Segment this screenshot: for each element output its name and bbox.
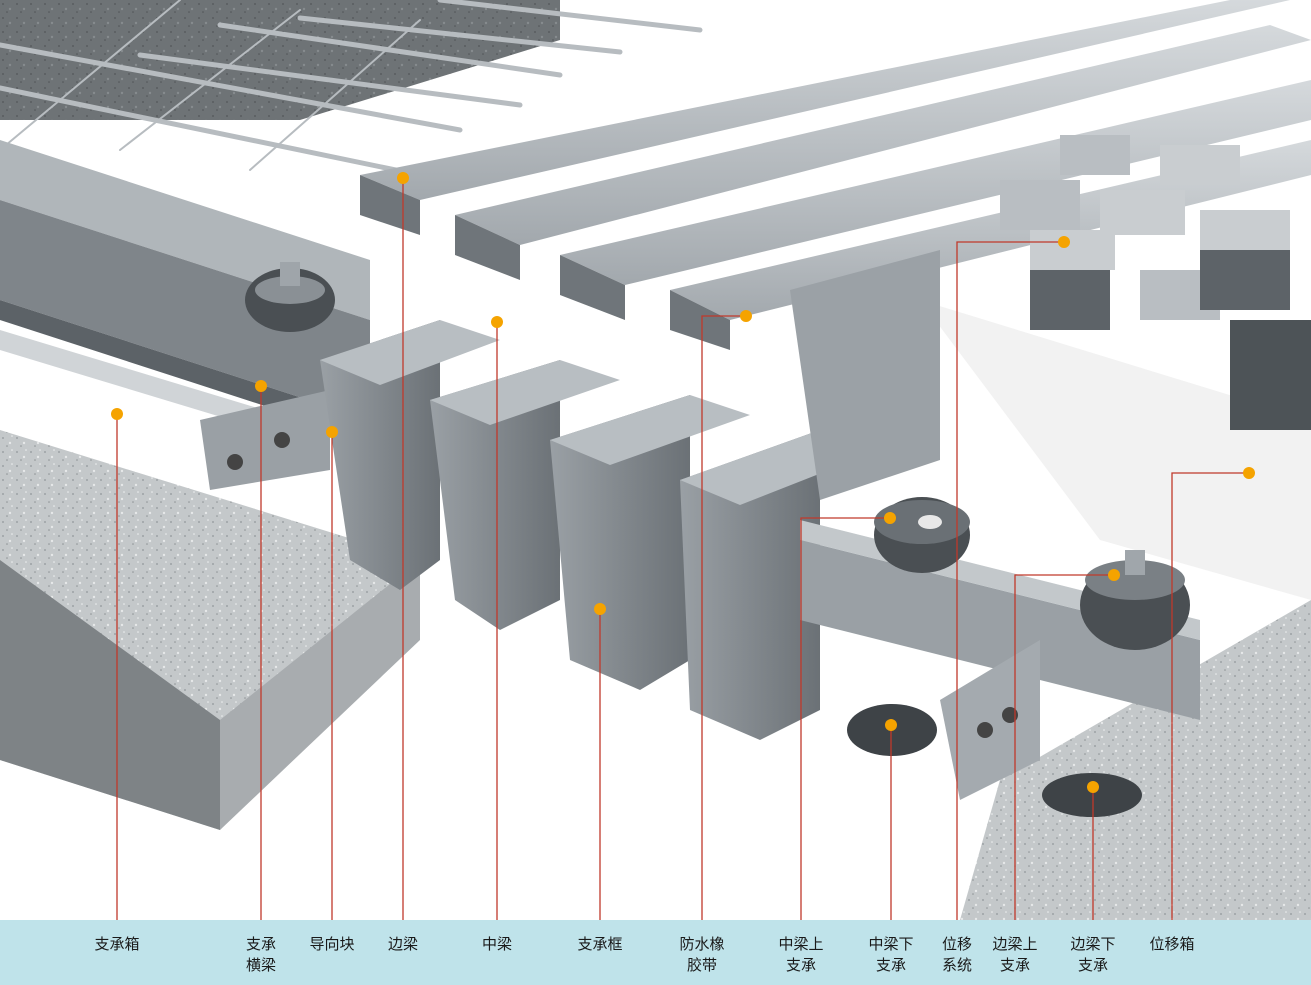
callout-dot-displacement-box: [1243, 467, 1255, 479]
label-edge-beam: 边梁: [387, 935, 418, 953]
leader-line-displacement-system: [956, 241, 1064, 920]
label-middle-beam-lower-bearing: 中梁下 支承: [868, 935, 914, 974]
label-edge-beam-lower-bearing: 边梁下 支承: [1070, 935, 1116, 974]
label-support-cross-beam: 支承 横梁: [245, 935, 276, 974]
label-displacement-system: 位移 系统: [941, 935, 972, 974]
callout-dot-edge-beam-upper-bearing: [1108, 569, 1120, 581]
support-cross-beam-left: [200, 262, 335, 490]
callout-dot-middle-beam-upper-bearing: [884, 512, 896, 524]
support-frames: [320, 250, 940, 740]
rebar-grid: [0, 0, 703, 178]
label-middle-beam: 中梁: [481, 935, 512, 953]
callout-dot-middle-beam-lower-bearing: [885, 719, 897, 731]
callout-dot-middle-beam: [491, 316, 503, 328]
label-support-box: 支承箱: [94, 935, 140, 953]
callout-dot-displacement-system: [1058, 236, 1070, 248]
label-middle-beam-upper-bearing: 中梁上 支承: [778, 935, 824, 974]
leader-line-edge-beam-upper-bearing: [1014, 574, 1114, 920]
callout-dot-waterproof-strip: [740, 310, 752, 322]
callout-dot-support-box: [111, 408, 123, 420]
leader-line-displacement-box: [1171, 472, 1249, 920]
label-support-frame: 支承框: [577, 935, 623, 953]
label-guide-block: 导向块: [309, 935, 355, 953]
expansion-joint-illustration: [0, 0, 1311, 920]
leader-line-waterproof-strip: [701, 315, 746, 920]
concrete-slab-right: [920, 300, 1311, 920]
callout-dot-edge-beam: [397, 172, 409, 184]
callout-dot-support-frame: [594, 603, 606, 615]
callouts: [116, 178, 1249, 920]
callout-dots: [111, 172, 1255, 793]
callout-dot-guide-block: [326, 426, 338, 438]
callout-dot-edge-beam-lower-bearing: [1087, 781, 1099, 793]
displacement-system: [1000, 135, 1311, 430]
callout-dot-support-cross-beam: [255, 380, 267, 392]
label-waterproof-strip: 防水橡 胶带: [679, 935, 725, 974]
label-bar: [0, 920, 1311, 985]
label-displacement-box: 位移箱: [1149, 935, 1195, 953]
leader-line-middle-beam-upper-bearing: [800, 517, 890, 920]
longitudinal-beams: [360, 0, 1311, 350]
label-edge-beam-upper-bearing: 边梁上 支承: [992, 935, 1038, 974]
